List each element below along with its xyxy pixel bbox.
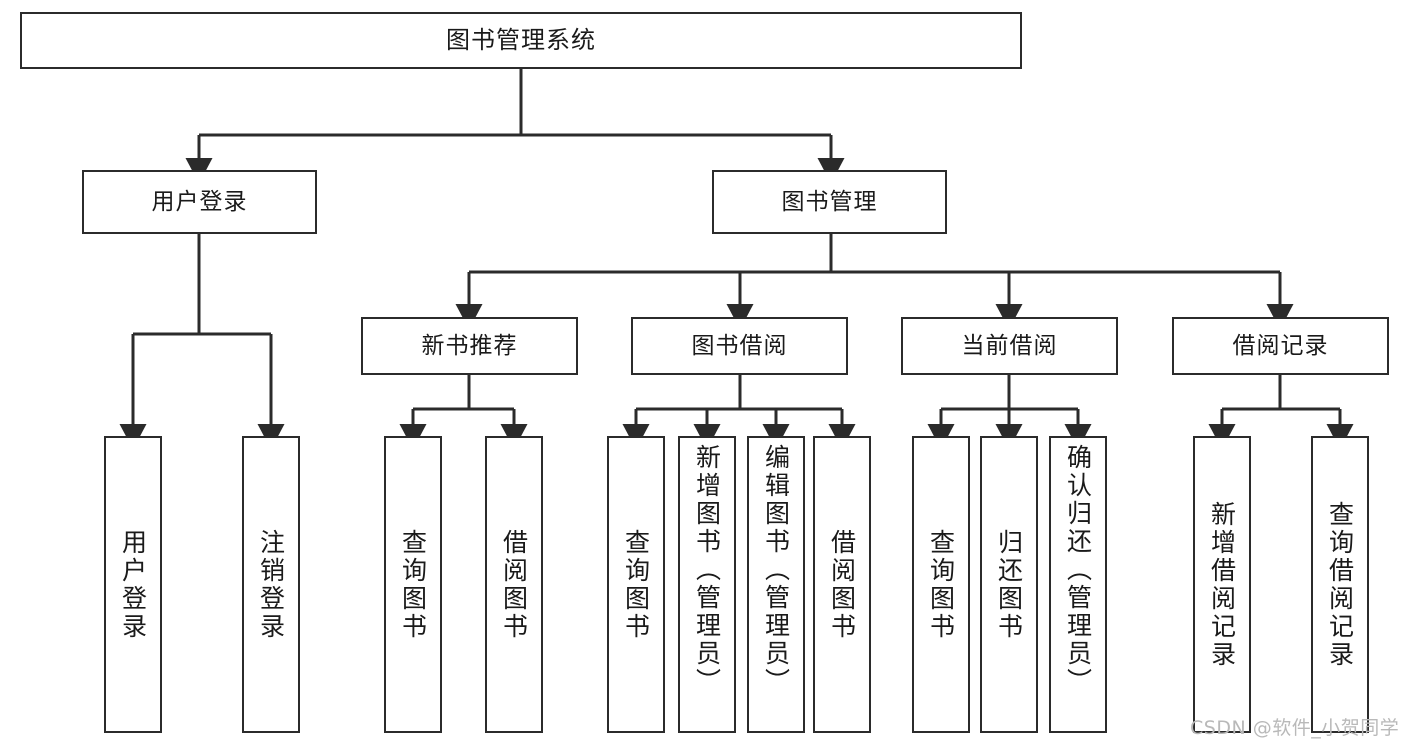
leaf-logout-login-label: 注销登录: [256, 528, 286, 641]
leaf-query-borrow-record[interactable]: 查询借阅记录: [1311, 436, 1369, 733]
leaf-user-login-label: 用户登录: [118, 528, 148, 641]
leaf-edit-book-admin[interactable]: 编辑图书（管理员）: [747, 436, 805, 733]
node-new-book-recommend[interactable]: 新书推荐: [361, 317, 578, 375]
node-book-management-label: 图书管理: [781, 188, 878, 215]
leaf-add-book-admin[interactable]: 新增图书（管理员）: [678, 436, 736, 733]
leaf-confirm-return-admin[interactable]: 确认归还（管理员）: [1049, 436, 1107, 733]
leaf-borrow-book-borrow[interactable]: 借阅图书: [813, 436, 871, 733]
leaf-query-book-borrow-label: 查询图书: [621, 528, 651, 641]
node-borrow-record-label: 借阅记录: [1232, 332, 1329, 359]
leaf-borrow-book-new[interactable]: 借阅图书: [485, 436, 543, 733]
leaf-query-book-new-label: 查询图书: [398, 528, 428, 641]
leaf-query-book-current[interactable]: 查询图书: [912, 436, 970, 733]
leaf-return-book[interactable]: 归还图书: [980, 436, 1038, 733]
leaf-logout-login[interactable]: 注销登录: [242, 436, 300, 733]
node-current-borrow[interactable]: 当前借阅: [901, 317, 1118, 375]
node-root[interactable]: 图书管理系统: [20, 12, 1022, 69]
node-book-borrow-label: 图书借阅: [691, 332, 788, 359]
leaf-edit-book-admin-label: 编辑图书（管理员）: [761, 444, 791, 696]
leaf-user-login[interactable]: 用户登录: [104, 436, 162, 733]
leaf-add-borrow-record[interactable]: 新增借阅记录: [1193, 436, 1251, 733]
leaf-query-book-new[interactable]: 查询图书: [384, 436, 442, 733]
node-book-management[interactable]: 图书管理: [712, 170, 947, 234]
leaf-query-book-current-label: 查询图书: [926, 528, 956, 641]
node-book-borrow[interactable]: 图书借阅: [631, 317, 848, 375]
leaf-add-borrow-record-label: 新增借阅记录: [1207, 500, 1237, 669]
leaf-add-book-admin-label: 新增图书（管理员）: [692, 444, 722, 696]
leaf-borrow-book-new-label: 借阅图书: [499, 528, 529, 641]
node-user-login-label: 用户登录: [151, 188, 248, 215]
leaf-borrow-book-borrow-label: 借阅图书: [827, 528, 857, 641]
node-root-label: 图书管理系统: [446, 25, 596, 54]
node-borrow-record[interactable]: 借阅记录: [1172, 317, 1389, 375]
node-user-login[interactable]: 用户登录: [82, 170, 317, 234]
node-new-book-recommend-label: 新书推荐: [421, 332, 518, 359]
node-current-borrow-label: 当前借阅: [961, 332, 1058, 359]
leaf-query-borrow-record-label: 查询借阅记录: [1325, 500, 1355, 669]
csdn-watermark: CSDN @软件_小贺同学: [1190, 717, 1400, 739]
leaf-confirm-return-admin-label: 确认归还（管理员）: [1063, 444, 1093, 696]
leaf-return-book-label: 归还图书: [994, 528, 1024, 641]
leaf-query-book-borrow[interactable]: 查询图书: [607, 436, 665, 733]
